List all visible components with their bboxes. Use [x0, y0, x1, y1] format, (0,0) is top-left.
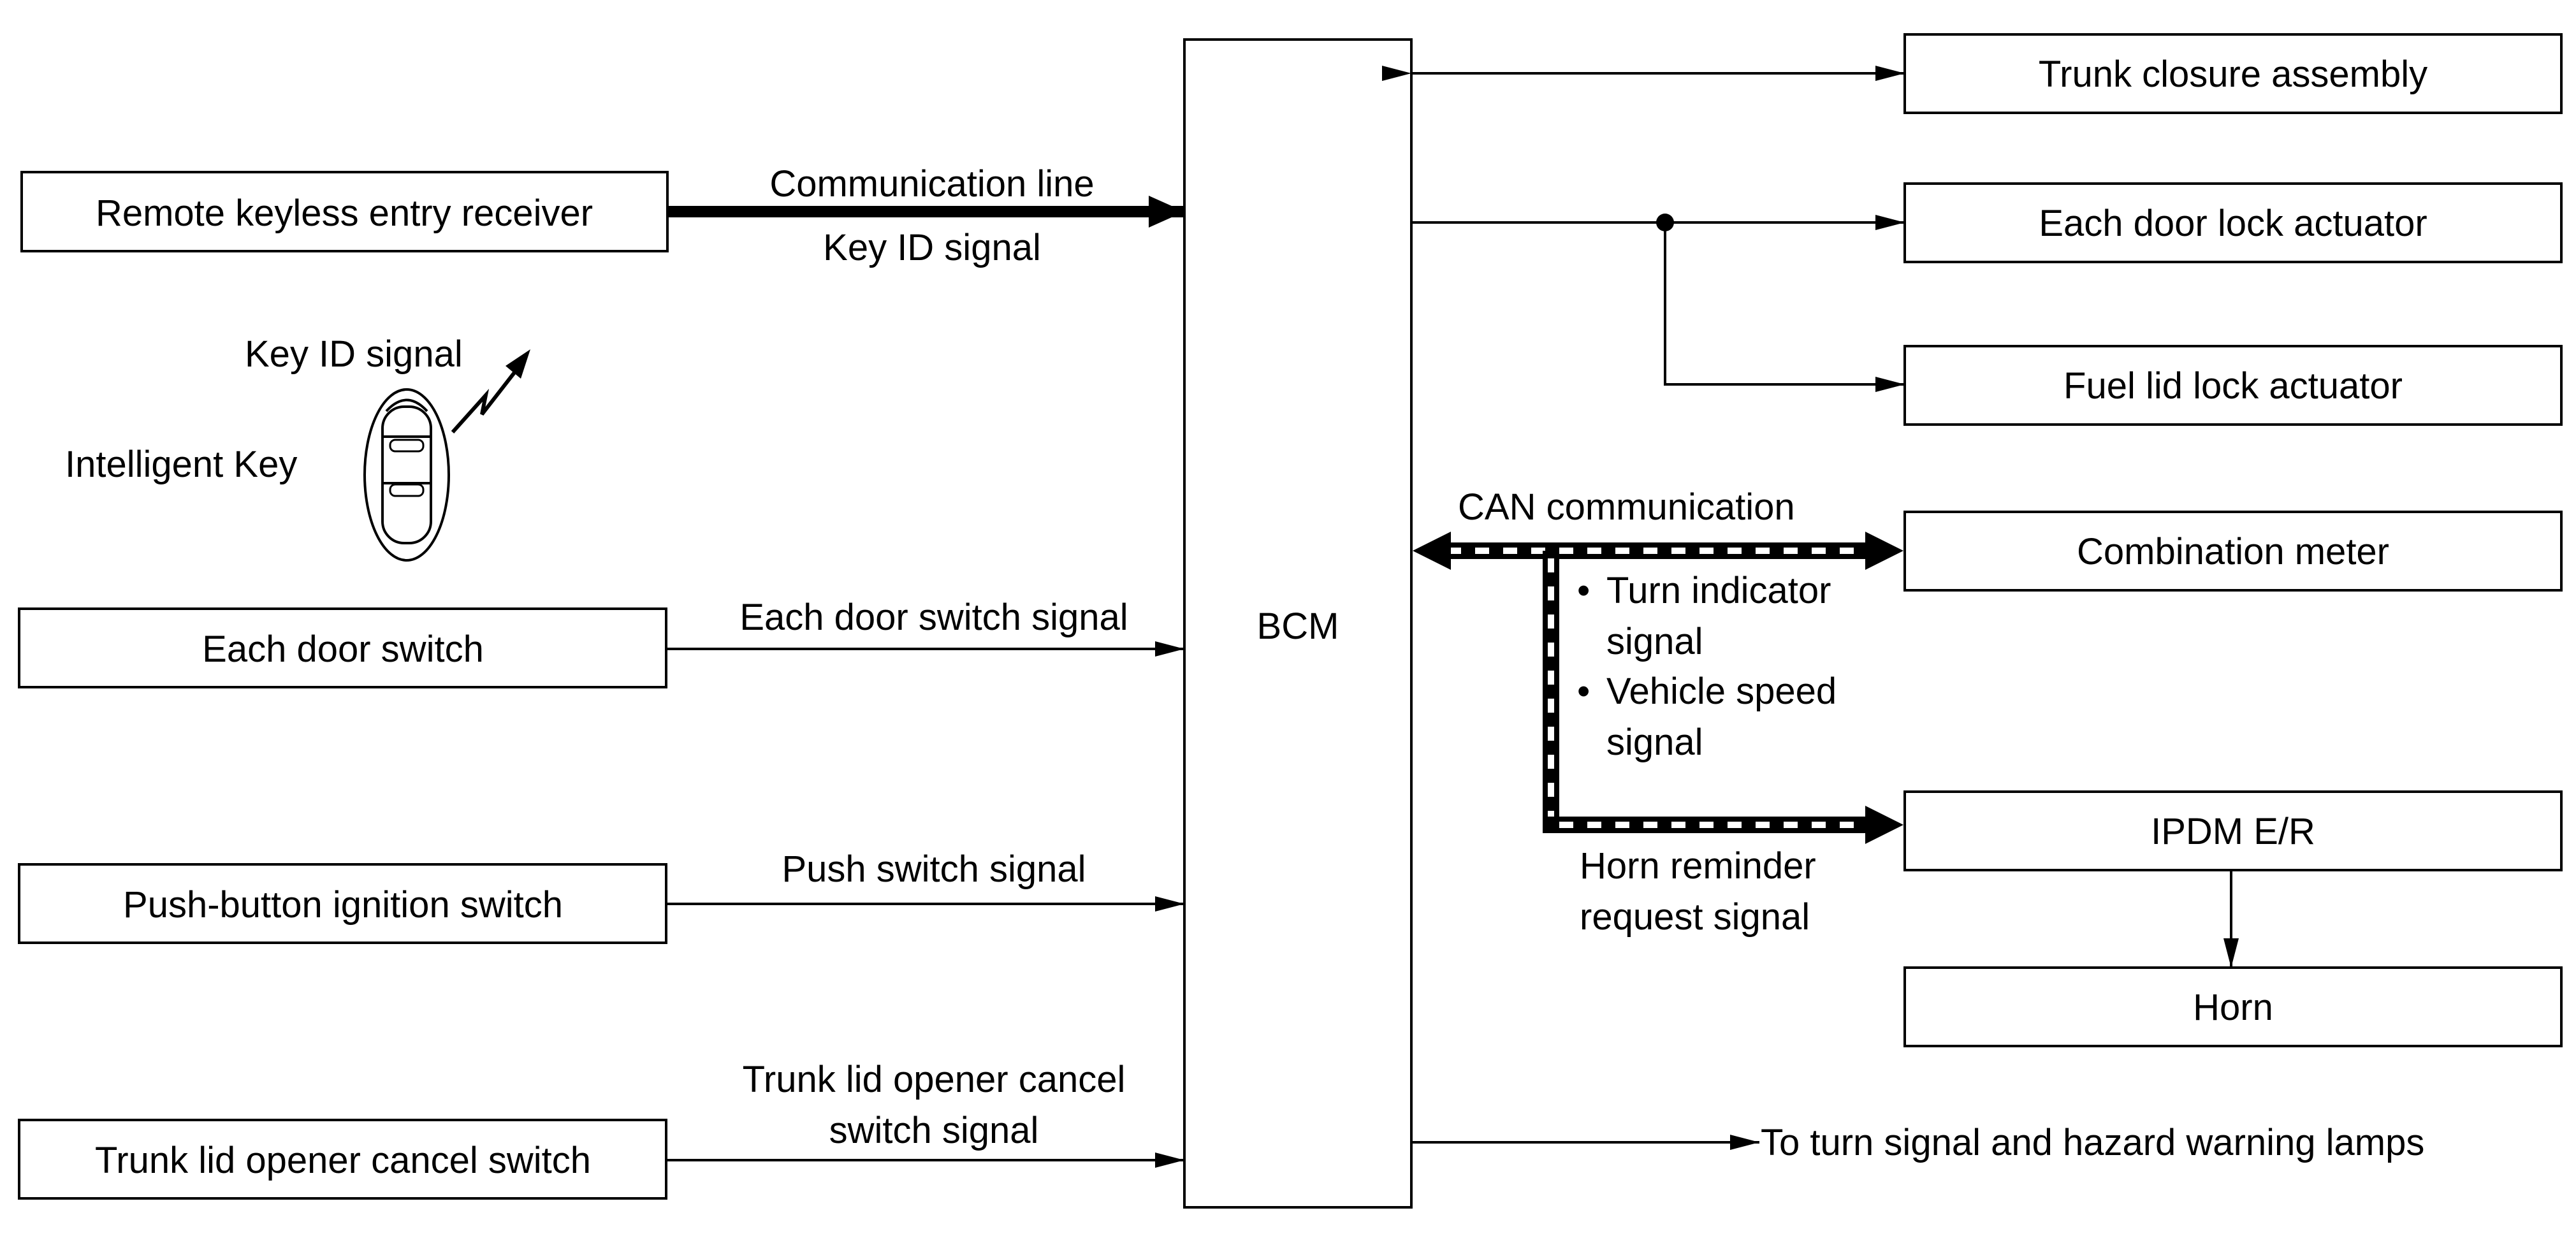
trunk-lid-opener-cancel-switch-label: Trunk lid opener cancel switch — [95, 1140, 591, 1181]
can-arrow-bcm — [1413, 532, 1451, 570]
bcm-label: BCM — [1257, 606, 1339, 647]
remote-keyless-entry-receiver: Remote keyless entry receiver — [20, 171, 669, 252]
key-id-signal-label: Key ID signal — [823, 227, 1041, 268]
turn-signal-label: To turn signal and hazard warning lamps — [1761, 1122, 2424, 1163]
door-lock-wire — [1411, 214, 1905, 231]
trunk-lid-opener-cancel-switch: Trunk lid opener cancel switch — [18, 1119, 667, 1200]
each-door-lock-actuator: Each door lock actuator — [1903, 182, 2563, 263]
fuel-lid-lock-actuator-label: Fuel lid lock actuator — [2063, 365, 2403, 407]
vehicle-speed-signal-line2: signal — [1606, 722, 1703, 763]
combination-meter: Combination meter — [1903, 511, 2563, 592]
horn-reminder-signal-line2: request signal — [1580, 896, 1810, 938]
each-door-switch-signal-label: Each door switch signal — [739, 597, 1128, 638]
bullet-turn-indicator: • — [1577, 570, 1590, 611]
each-door-lock-actuator-label: Each door lock actuator — [2039, 203, 2427, 244]
turn-indicator-signal-line1: Turn indicator — [1606, 570, 1831, 611]
can-communication-label: CAN communication — [1458, 486, 1795, 528]
push-button-ignition-switch-label: Push-button ignition switch — [123, 884, 563, 926]
horn-reminder-signal-line1: Horn reminder — [1580, 845, 1816, 887]
bullet-vehicle-speed: • — [1577, 671, 1590, 712]
can-bus — [1413, 532, 1903, 844]
wireless-signal-icon — [451, 349, 530, 434]
can-arrow-combination-meter — [1865, 532, 1903, 570]
push-button-ignition-switch: Push-button ignition switch — [18, 863, 667, 944]
remote-keyless-entry-receiver-label: Remote keyless entry receiver — [96, 193, 593, 234]
trunk-closure-assembly: Trunk closure assembly — [1903, 33, 2563, 114]
communication-line-label: Communication line — [769, 163, 1094, 205]
trunk-closure-assembly-label: Trunk closure assembly — [2039, 54, 2427, 95]
intelligent-key-fob-icon — [363, 388, 450, 562]
fuel-lid-lock-actuator: Fuel lid lock actuator — [1903, 345, 2563, 426]
each-door-switch: Each door switch — [18, 607, 667, 688]
horn: Horn — [1903, 966, 2563, 1047]
push-switch-signal-label: Push switch signal — [782, 848, 1086, 890]
intelligent-key-signal-label: Key ID signal — [245, 333, 463, 375]
fuel-lid-wire — [1664, 222, 1905, 392]
turn-indicator-signal-line2: signal — [1606, 621, 1703, 662]
combination-meter-label: Combination meter — [2077, 531, 2389, 572]
intelligent-key-label: Intelligent Key — [65, 444, 297, 485]
horn-label: Horn — [2193, 987, 2273, 1028]
vehicle-speed-signal-line1: Vehicle speed — [1606, 671, 1837, 712]
ipdm-er-label: IPDM E/R — [2151, 811, 2315, 852]
bcm-box — [1183, 38, 1413, 1209]
each-door-switch-label: Each door switch — [202, 629, 484, 670]
trunk-cancel-signal-label-line1: Trunk lid opener cancel — [743, 1059, 1126, 1100]
intelligent-key: Key ID signal Intelligent Key — [65, 333, 530, 562]
can-arrow-ipdm — [1865, 806, 1903, 844]
ipdm-er: IPDM E/R — [1903, 790, 2563, 871]
trunk-cancel-signal-label-line2: switch signal — [829, 1110, 1039, 1151]
